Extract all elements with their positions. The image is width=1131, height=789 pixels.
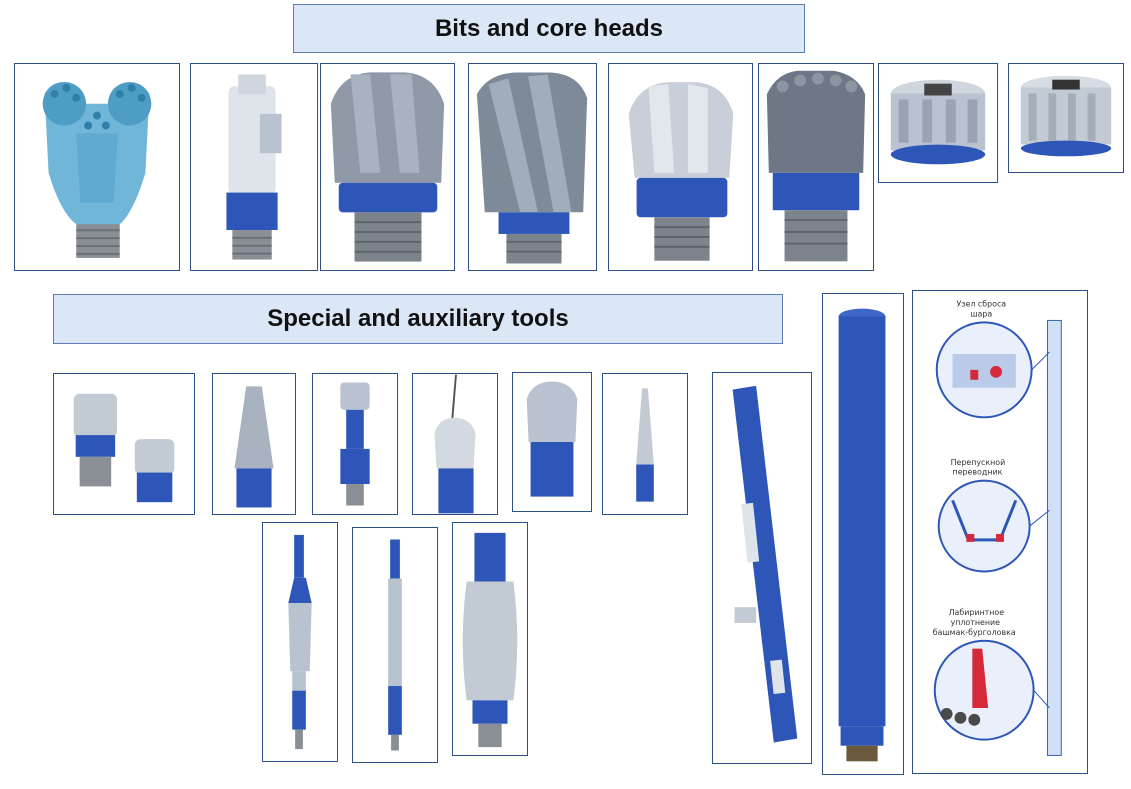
downhole-tool-tile xyxy=(712,372,812,764)
pdc-bit-icon xyxy=(73,393,175,503)
pdc-core-bit-icon xyxy=(226,74,282,260)
pdc-bit-tile-3 xyxy=(608,63,753,271)
steel-body-bit-tile xyxy=(758,63,874,271)
core-barrel-icon xyxy=(838,308,886,762)
ball-release-label-2: шара xyxy=(970,309,992,318)
downhole-tool-icon xyxy=(732,385,798,743)
core-head-tile-1 xyxy=(878,63,998,183)
pilot-bit-tile xyxy=(312,373,398,515)
pdc-bit-tile-1 xyxy=(320,63,455,271)
small-bits-tile xyxy=(53,373,195,515)
pdc-bit-icon xyxy=(330,72,445,262)
pdc-core-bit-tile xyxy=(190,63,318,271)
reamer-icon xyxy=(234,386,274,508)
tricone-bit-tile xyxy=(14,63,180,271)
roller-reamer-tile xyxy=(452,522,528,756)
assembly-diagram: Узел сброса шара Перепускной переводник … xyxy=(933,300,1062,756)
stabilizer-icon xyxy=(388,539,402,751)
stabilizer-icon xyxy=(288,534,312,750)
stabilizer-tile-2 xyxy=(352,527,438,763)
labyrinth-label-3: башмак-бурголовка xyxy=(933,628,1016,637)
pdc-bit-tile-2 xyxy=(468,63,597,271)
bypass-label-2: переводник xyxy=(953,468,1003,477)
ball-release-label-1: Узел сброса xyxy=(957,300,1007,309)
core-barrel-tile xyxy=(822,293,904,775)
bypass-label-1: Перепускной xyxy=(951,458,1006,467)
core-head-icon xyxy=(890,79,986,165)
tricone-bit-icon xyxy=(42,82,152,258)
bit-on-shank-tile xyxy=(512,372,592,512)
reamer-tile-2 xyxy=(602,373,688,515)
pdc-bit-icon xyxy=(628,82,734,261)
core-bit-icon xyxy=(434,374,476,514)
stabilizer-tile-1 xyxy=(262,522,338,762)
reamer-icon xyxy=(636,388,654,502)
bits-heading: Bits and core heads xyxy=(293,4,805,53)
labyrinth-label-2: уплотнение xyxy=(951,618,1001,627)
pdc-bit-icon xyxy=(526,381,578,497)
core-head-tile-2 xyxy=(1008,63,1124,173)
pdc-bit-icon xyxy=(340,382,370,506)
stabilizer-icon xyxy=(462,532,518,748)
bit-on-wire-tile xyxy=(412,373,498,515)
reamer-tile-1 xyxy=(212,373,296,515)
steel-body-bit-icon xyxy=(766,70,866,262)
labyrinth-label-1: Лабиринтное xyxy=(949,608,1005,617)
pdc-bit-icon xyxy=(476,72,588,264)
special-tools-heading: Special and auxiliary tools xyxy=(53,294,783,344)
assembly-diagram-tile: Узел сброса шара Перепускной переводник … xyxy=(912,290,1088,774)
core-head-icon xyxy=(1020,75,1112,157)
